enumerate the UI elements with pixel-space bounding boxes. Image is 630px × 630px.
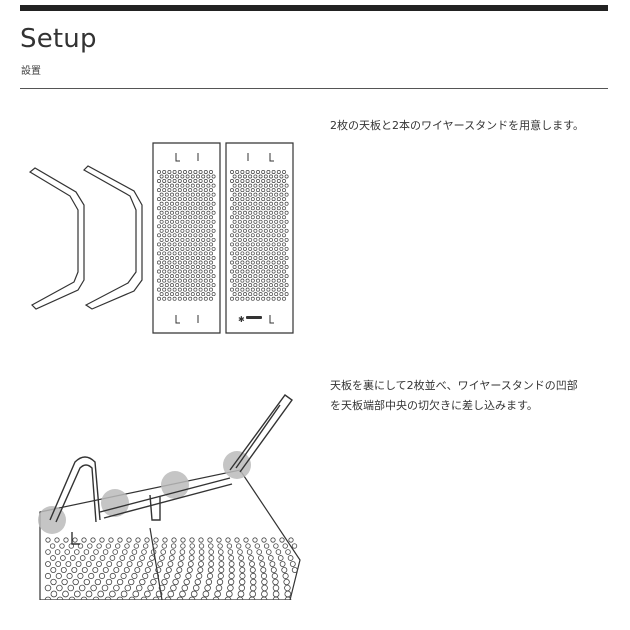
svg-text:✱: ✱ — [238, 315, 245, 324]
header-rule — [20, 88, 608, 89]
insertion-point-highlights — [38, 451, 251, 534]
wire-stand-illustration — [28, 165, 143, 310]
plate-perforation-left — [157, 170, 216, 301]
page-subtitle: 設置 — [21, 66, 41, 77]
top-divider-bar — [20, 5, 608, 11]
top-plate-perspective — [39, 469, 301, 600]
plate-perforation-perspective — [44, 537, 298, 600]
step2-instruction-line2: を天板端部中央の切欠きに差し込みます。 — [330, 399, 538, 412]
top-plate-illustration — [152, 142, 294, 334]
step2-instruction: 天板を裏にして2枚並べ、ワイヤースタンドの凹部 を天板端部中央の切欠きに差し込み… — [330, 376, 615, 416]
step2-instruction-line1: 天板を裏にして2枚並べ、ワイヤースタンドの凹部 — [330, 379, 578, 392]
plate-notch-marks — [175, 153, 274, 324]
wire-stand-perspective — [49, 394, 293, 545]
step1-instruction: 2枚の天板と2本のワイヤースタンドを用意します。 — [330, 119, 585, 132]
brand-mark-icon: ✱ — [238, 315, 262, 324]
plate-perforation-right — [230, 170, 289, 301]
page-title: Setup — [20, 24, 97, 54]
